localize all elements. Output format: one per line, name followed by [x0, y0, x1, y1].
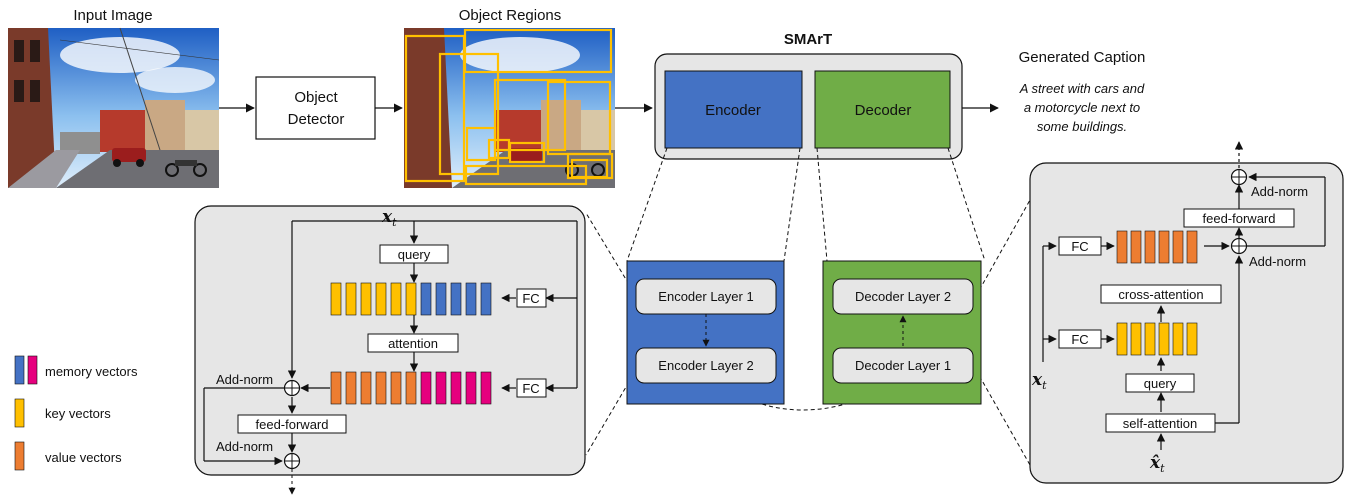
- legend-swatch-value: [14, 441, 25, 471]
- object-detector-label-line2: Detector: [288, 111, 345, 128]
- decoder-add-norm-mid-label: Add-norm: [1249, 254, 1306, 269]
- decoder-add-circle-top: [1230, 168, 1248, 186]
- input-image-title: Input Image: [73, 7, 152, 24]
- encoder-label: Encoder: [705, 102, 761, 119]
- decoder-bottom-input-symbol: x̂t: [1149, 453, 1165, 475]
- encoder-layer-2-label: Encoder Layer 2: [658, 358, 753, 373]
- decoder-layer-1-label: Decoder Layer 1: [855, 358, 951, 373]
- legend-label-memory: memory vectors: [45, 364, 138, 379]
- decoder-label: Decoder: [855, 102, 912, 119]
- encoder-fc-bottom-box: [516, 378, 547, 398]
- decoder-input-symbol: xt: [1031, 370, 1047, 392]
- decoder-feed-forward-label: feed-forward: [1203, 211, 1276, 226]
- encoder-key-memory-row: [330, 282, 492, 316]
- encoder-query-box: [379, 244, 449, 264]
- decoder-value-row: [1116, 230, 1198, 264]
- caption-line-1: A street with cars and: [1019, 81, 1145, 96]
- encoder-value-memory-row: [330, 371, 492, 405]
- encoder-fc-bottom-label: FC: [522, 381, 539, 396]
- decoder-query-box: [1125, 373, 1195, 393]
- decoder-add-norm-top-label: Add-norm: [1251, 184, 1308, 199]
- decoder-key-row: [1116, 322, 1198, 356]
- decoder-fc-top-box: [1058, 236, 1102, 256]
- encoder-layer-2-box: [635, 347, 777, 384]
- decoder-cross-attention-box: [1100, 284, 1222, 304]
- decoder-fc-bottom-box: [1058, 329, 1102, 349]
- object-detector-label-line1: Object: [294, 89, 338, 106]
- encoder-attention-box: [367, 333, 459, 353]
- decoder-fc-bottom-label: FC: [1071, 332, 1088, 347]
- legend-swatch-memory-magenta: [27, 355, 38, 385]
- encoder-add-circle-top: [283, 379, 301, 397]
- decoder-fc-top-label: FC: [1071, 239, 1088, 254]
- decoder-layer-1-box: [832, 347, 974, 384]
- caption-line-3: some buildings.: [1037, 119, 1127, 134]
- decoder-layer-2-label: Decoder Layer 2: [855, 289, 951, 304]
- input-image: [8, 27, 220, 188]
- decoder-layer-2-box: [832, 278, 974, 315]
- decoder-cross-attention-label: cross-attention: [1118, 287, 1203, 302]
- encoder-box: [664, 70, 803, 149]
- encoder-fc-top-box: [516, 288, 547, 308]
- legend-swatch-key: [14, 398, 25, 428]
- encoder-feed-forward-label: feed-forward: [256, 417, 329, 432]
- legend-label-key: key vectors: [45, 406, 111, 421]
- decoder-query-label: query: [1144, 376, 1177, 391]
- decoder-self-attention-label: self-attention: [1123, 416, 1197, 431]
- legend-label-value: value vectors: [45, 450, 122, 465]
- object-regions-image: [404, 28, 615, 188]
- encoder-layer-1-label: Encoder Layer 1: [658, 289, 753, 304]
- smart-title: SMArT: [784, 31, 832, 48]
- encoder-add-norm-top-label: Add-norm: [216, 372, 273, 387]
- legend: memory vectors key vectors value vectors: [14, 355, 138, 471]
- object-detector-box: [255, 76, 376, 140]
- object-regions-title: Object Regions: [459, 7, 562, 24]
- decoder-add-circle-mid: [1230, 237, 1248, 255]
- encoder-input-symbol: xt: [381, 207, 397, 229]
- encoder-feed-forward-box: [237, 414, 347, 434]
- encoder-add-circle-bottom: [283, 452, 301, 470]
- encoder-connections: [203, 220, 578, 466]
- caption-line-2: a motorcycle next to: [1024, 100, 1140, 115]
- encoder-query-label: query: [398, 247, 431, 262]
- encoder-fc-top-label: FC: [522, 291, 539, 306]
- encoder-add-norm-bottom-label: Add-norm: [216, 439, 273, 454]
- encoder-attention-label: attention: [388, 336, 438, 351]
- generated-caption-title: Generated Caption: [1019, 49, 1146, 66]
- decoder-box: [814, 70, 951, 149]
- decoder-feed-forward-box: [1183, 208, 1295, 228]
- legend-swatch-memory-blue: [14, 355, 25, 385]
- decoder-connections: [1042, 141, 1326, 450]
- decoder-self-attention-box: [1105, 413, 1216, 433]
